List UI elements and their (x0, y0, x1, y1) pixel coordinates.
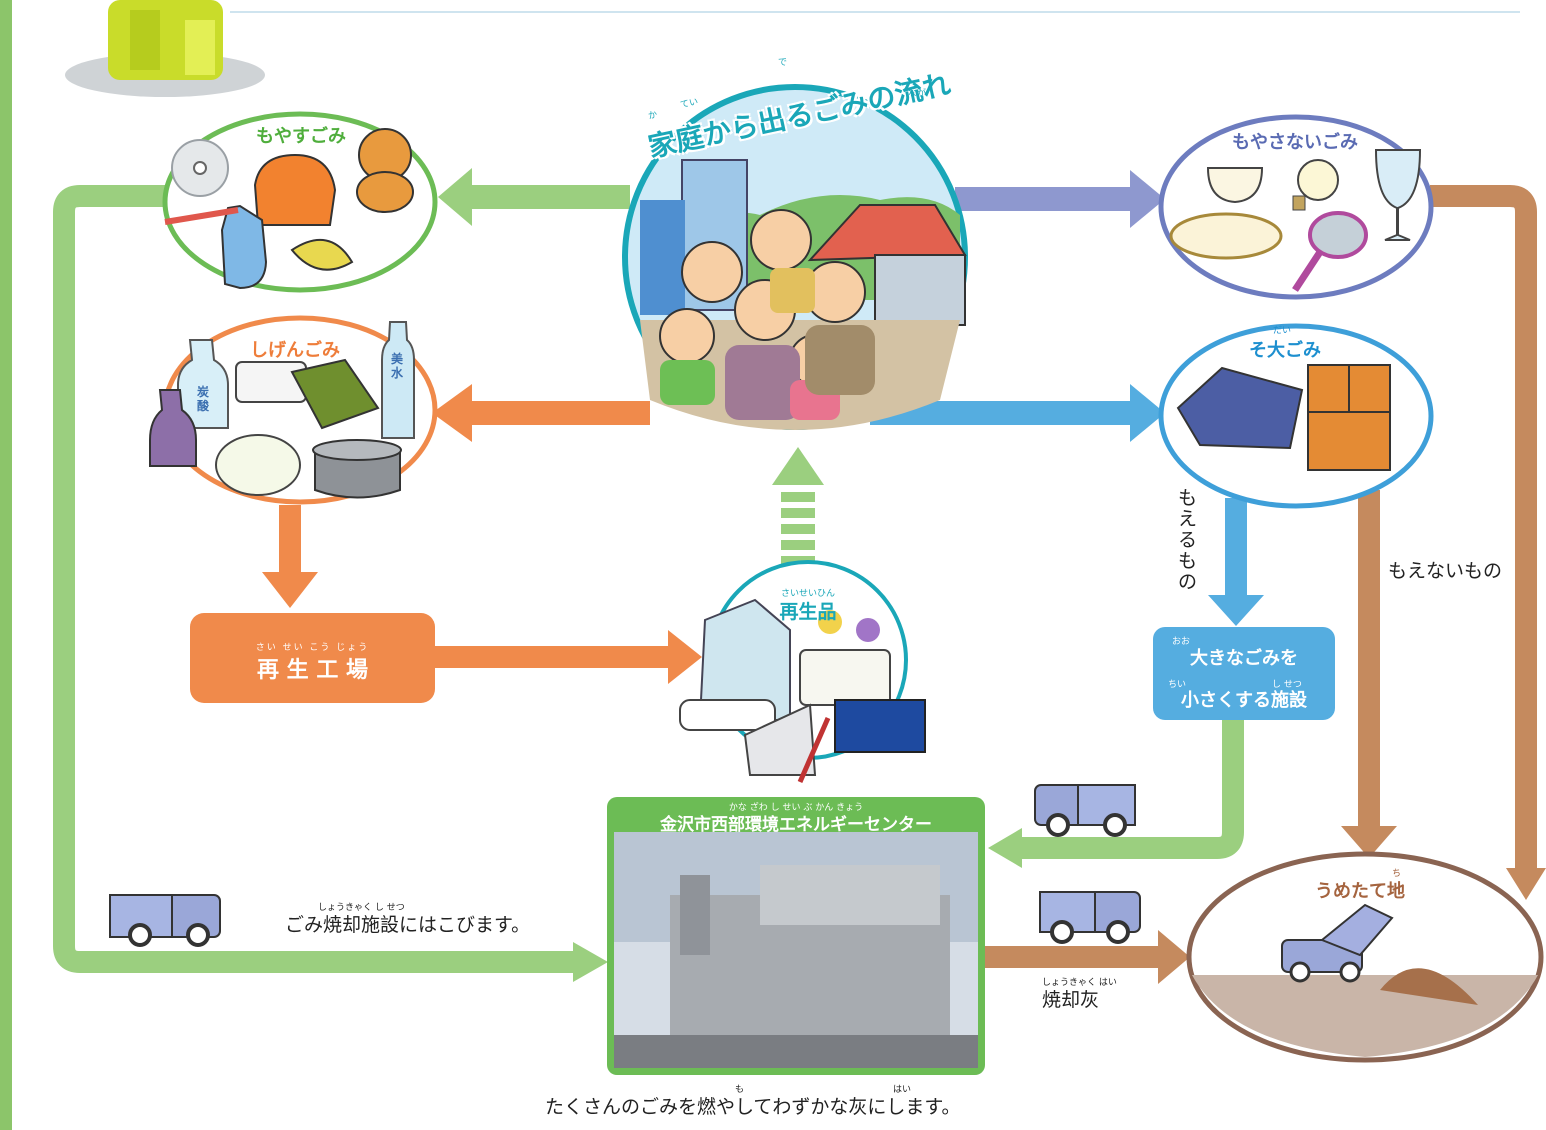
snack-package-icon (290, 358, 380, 430)
arrow-center-to-landfill (985, 930, 1190, 984)
landfill-ruby: ち (1392, 869, 1402, 879)
pallet-icon (834, 699, 926, 753)
crusher-label-line2: 小さくする施設 (1181, 690, 1307, 711)
arrow-resources-to-factory (262, 505, 318, 608)
ruler-icon (743, 703, 817, 776)
crusher-ruby: おお (1172, 637, 1191, 647)
burnable-node (162, 111, 438, 293)
pot-icon (314, 449, 401, 499)
bulky-node (1158, 323, 1434, 509)
mother-icon (681, 241, 743, 303)
footer-ruby: はい (893, 1085, 912, 1095)
arrow-home-to-resources (432, 384, 650, 442)
crusher-box (1153, 627, 1335, 720)
burnable-label: もやすごみ (256, 126, 346, 147)
bottle-label: 炭酸 (196, 385, 209, 413)
banana-peel-icon (290, 239, 354, 271)
nonburnable-things-label: もえないもの (1388, 560, 1503, 582)
factory-ruby: さい せい こう じょう (255, 643, 370, 653)
truck-icon (1039, 891, 1141, 944)
arrow-home-to-noncombustible (955, 170, 1165, 228)
factory-label: 再 生 工 場 (257, 658, 368, 683)
arrow-bulky-to-landfill (1341, 490, 1397, 858)
glass-icon (1374, 149, 1422, 241)
center-label: 金沢市西部環境エネルギーセンター (660, 815, 932, 835)
purple-bottle-icon (149, 389, 197, 467)
glove-icon (220, 204, 268, 290)
toothbrush-icon (164, 207, 239, 225)
recycled-node (679, 560, 926, 784)
planter-icon (799, 649, 891, 706)
landfill-node (1186, 851, 1544, 1063)
truck-icon (109, 894, 221, 947)
bulky-label: そ大ごみ (1249, 340, 1321, 361)
teacup-icon (1206, 167, 1264, 204)
resources-label: しげんごみ (250, 340, 340, 361)
to-incinerator-label: ごみ焼却施設にはこびます。 (285, 914, 531, 936)
pen-icon (797, 716, 831, 784)
title-ruby: なが (908, 89, 927, 99)
lightbulb-icon (1297, 159, 1339, 201)
crusher-ruby: ちい (1168, 680, 1187, 690)
corner-logo-icon (65, 0, 265, 97)
truck-icon (1034, 784, 1136, 837)
ash-ruby: しょうきゃく はい (1042, 978, 1117, 988)
house-icon (874, 254, 966, 326)
arrow-recycled-to-home (772, 447, 824, 566)
title-ruby: で (778, 58, 788, 68)
arrow-noncombustible-to-landfill (1430, 185, 1546, 900)
flower-icon (818, 610, 842, 634)
plate-icon (1169, 212, 1283, 260)
center-ruby: かな ざわ し せい ぶ かん きょう (728, 803, 864, 813)
cup-icon (215, 434, 301, 496)
mirror-icon (1308, 211, 1368, 259)
burnable-things-label: もえるもの (1178, 487, 1198, 593)
noncombustible-node (1158, 114, 1434, 300)
factory-box (190, 613, 435, 703)
father-icon (750, 209, 812, 271)
egg-carton-icon (679, 699, 776, 731)
clear-bottle-icon (177, 339, 229, 429)
pet-bottle-icon (381, 321, 415, 439)
landfill-label: うめたて地 (1315, 881, 1405, 902)
styrofoam-icon (235, 361, 307, 403)
dump-truck-icon (1281, 903, 1394, 983)
boy-icon (659, 308, 715, 364)
resources-node (149, 315, 438, 505)
footer-ruby: も (735, 1085, 745, 1095)
bulky-ruby: だい (1272, 326, 1291, 336)
recycled-label: 再生品 (779, 601, 837, 623)
arrow-crusher-to-center (988, 716, 1244, 868)
ash-label: 焼却灰 (1042, 989, 1100, 1011)
footer-caption: たくさんのごみを燃やしてわずかな灰にします。 (545, 1096, 961, 1118)
home-node (622, 84, 968, 430)
recycled-ruby: さいせいひん (780, 589, 835, 599)
left-stripe (0, 0, 12, 1130)
bottle-label: 美水 (390, 352, 403, 380)
arrow-bulky-to-crusher (1208, 498, 1264, 626)
bag-icon (253, 153, 337, 226)
futon-icon (1176, 366, 1304, 450)
arrow-factory-to-recycled (432, 630, 702, 684)
incinerator-ruby: しょうきゃく し せつ (318, 903, 405, 913)
arrow-burnable-to-center (53, 185, 608, 982)
energy-center-node (607, 797, 985, 1075)
noncombustible-label: もやさないごみ (1232, 132, 1358, 153)
crusher-ruby: し せつ (1272, 680, 1302, 690)
arrow-home-to-burnable (438, 168, 630, 226)
crusher-label-line1: 大きなごみを (1190, 648, 1298, 669)
